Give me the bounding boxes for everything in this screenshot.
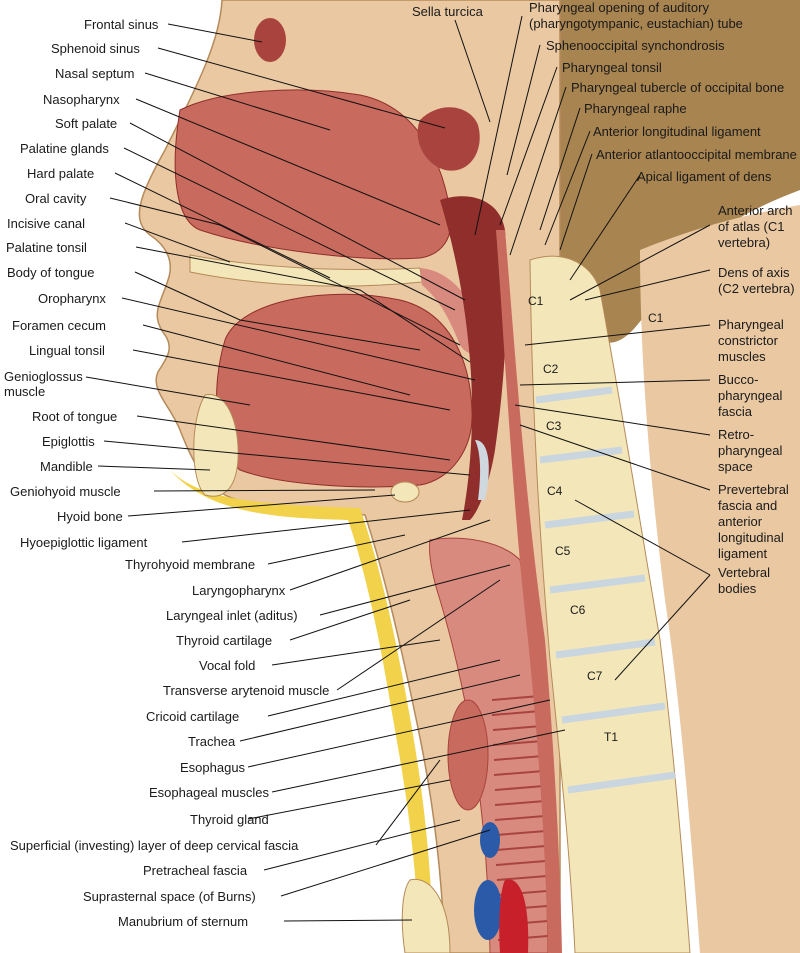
label-prevertebral-line5: ligament <box>718 546 768 561</box>
label-nasal-septum: Nasal septum <box>55 66 134 81</box>
label-sphenoid-sinus: Sphenoid sinus <box>51 41 140 56</box>
label-vocal-fold: Vocal fold <box>199 658 255 673</box>
illustration <box>138 0 800 953</box>
label-geniohyoid: Geniohyoid muscle <box>10 484 121 499</box>
left-labels: Frontal sinus Sphenoid sinus Nasal septu… <box>4 17 329 929</box>
vertebra-label: C1 <box>648 311 664 325</box>
label-constrictor-line2: constrictor <box>718 333 779 348</box>
label-pharyngeal-opening: Pharyngeal opening of auditory <box>529 0 709 15</box>
soft-palate-shape <box>420 268 481 354</box>
label-pretracheal: Pretracheal fascia <box>143 863 248 878</box>
label-thyroid-gland: Thyroid gland <box>190 812 269 827</box>
label-pharyngeal-raphe: Pharyngeal raphe <box>584 101 687 116</box>
mandible-shape <box>193 394 239 497</box>
vein-shape-2 <box>474 880 502 940</box>
posterior-neck <box>640 205 800 953</box>
label-pharyngeal-tubercle: Pharyngeal tubercle of occipital bone <box>571 80 784 95</box>
pharynx <box>440 196 507 520</box>
vertebra-label: C4 <box>547 484 563 498</box>
vein-shape <box>480 822 500 858</box>
label-epiglottis: Epiglottis <box>42 434 95 449</box>
label-ant-arch: Anterior arch <box>718 203 792 218</box>
vertebra-label: C7 <box>587 669 603 683</box>
frontal-sinus-shape <box>254 18 286 62</box>
label-ant-arch-line2: of atlas (C1 <box>718 219 784 234</box>
label-suprasternal: Suprasternal space (of Burns) <box>83 889 256 904</box>
label-cricoid: Cricoid cartilage <box>146 709 239 724</box>
esophagus-band <box>496 230 562 953</box>
right-labels: Anterior arch of atlas (C1 vertebra) Den… <box>718 203 795 596</box>
label-ant-atlanto: Anterior atlantooccipital membrane <box>596 147 797 162</box>
label-palatine-tonsil: Palatine tonsil <box>6 240 87 255</box>
label-foramen-cecum: Foramen cecum <box>12 318 106 333</box>
label-constrictor-line3: muscles <box>718 349 766 364</box>
artery-shape <box>499 879 529 953</box>
label-hard-palate: Hard palate <box>27 166 94 181</box>
label-bucco-line2: pharyngeal <box>718 388 782 403</box>
label-nasopharynx: Nasopharynx <box>43 92 120 107</box>
label-bucco-line3: fascia <box>718 404 753 419</box>
label-genioglossus: Genioglossus <box>4 369 83 384</box>
vertebra-label: T1 <box>604 730 618 744</box>
label-lingual-tonsil: Lingual tonsil <box>29 343 105 358</box>
label-sella-turcica: Sella turcica <box>412 4 484 19</box>
vertebra-label: C3 <box>546 419 562 433</box>
label-frontal-sinus: Frontal sinus <box>84 17 159 32</box>
label-pharyngeal-tonsil: Pharyngeal tonsil <box>562 60 662 75</box>
label-esophageal-muscles: Esophageal muscles <box>149 785 269 800</box>
label-esophagus: Esophagus <box>180 760 246 775</box>
label-transverse-arytenoid: Transverse arytenoid muscle <box>163 683 329 698</box>
label-hyoid-bone: Hyoid bone <box>57 509 123 524</box>
label-body-of-tongue: Body of tongue <box>7 265 94 280</box>
label-superficial-layer: Superficial (investing) layer of deep ce… <box>10 838 299 853</box>
label-prevertebral: Prevertebral <box>718 482 789 497</box>
label-thyrohyoid: Thyrohyoid membrane <box>125 557 255 572</box>
label-dens: Dens of axis <box>718 265 790 280</box>
label-bucco: Bucco- <box>718 372 758 387</box>
top-labels: Sella turcica Pharyngeal opening of audi… <box>412 0 797 184</box>
vertebra-labels: C1 C1 C2 C3 C4 C5 C6 C7 T1 <box>528 294 664 744</box>
label-prevertebral-line2: fascia and <box>718 498 777 513</box>
label-laryngeal-inlet: Laryngeal inlet (aditus) <box>166 608 298 623</box>
label-apical-lig: Apical ligament of dens <box>637 169 772 184</box>
label-prevertebral-line4: longitudinal <box>718 530 784 545</box>
hyoid-shape <box>390 481 420 503</box>
vertebra-label: C1 <box>528 294 544 308</box>
label-incisive-canal: Incisive canal <box>7 216 85 231</box>
label-genioglossus-line2: muscle <box>4 384 45 399</box>
label-oral-cavity: Oral cavity <box>25 191 87 206</box>
label-manubrium: Manubrium of sternum <box>118 914 248 929</box>
label-retro: Retro- <box>718 427 754 442</box>
label-hyoepiglottic: Hyoepiglottic ligament <box>20 535 148 550</box>
label-dens-line2: (C2 vertebra) <box>718 281 795 296</box>
label-palatine-glands: Palatine glands <box>20 141 109 156</box>
thyroid-gland-shape <box>447 699 489 811</box>
label-retro-line3: space <box>718 459 753 474</box>
label-prevertebral-line3: anterior <box>718 514 763 529</box>
label-vertebral-bodies: Vertebral <box>718 565 770 580</box>
label-soft-palate: Soft palate <box>55 116 117 131</box>
intervertebral-discs <box>535 386 676 794</box>
label-mandible: Mandible <box>40 459 93 474</box>
label-oropharynx: Oropharynx <box>38 291 106 306</box>
vertebra-label: C5 <box>555 544 571 558</box>
label-vertebral-bodies-line2: bodies <box>718 581 757 596</box>
vertebra-label: C6 <box>570 603 586 617</box>
nasal-cavity <box>174 89 452 260</box>
label-retro-line2: pharyngeal <box>718 443 782 458</box>
label-laryngopharynx: Laryngopharynx <box>192 583 286 598</box>
label-ant-long-lig: Anterior longitudinal ligament <box>593 124 761 139</box>
leader-lines <box>85 15 711 922</box>
epiglottis-shape <box>475 440 489 500</box>
label-pharyngeal-opening-line2: (pharyngotympanic, eustachian) tube <box>529 16 743 31</box>
label-root-of-tongue: Root of tongue <box>32 409 117 424</box>
vertebra-label: C2 <box>543 362 559 376</box>
label-sphenooccipital: Sphenooccipital synchondrosis <box>546 38 725 53</box>
label-trachea: Trachea <box>188 734 236 749</box>
label-constrictor: Pharyngeal <box>718 317 784 332</box>
label-ant-arch-line3: vertebra) <box>718 235 770 250</box>
label-thyroid-cartilage: Thyroid cartilage <box>176 633 272 648</box>
sphenoid-sinus-shape <box>417 107 480 171</box>
